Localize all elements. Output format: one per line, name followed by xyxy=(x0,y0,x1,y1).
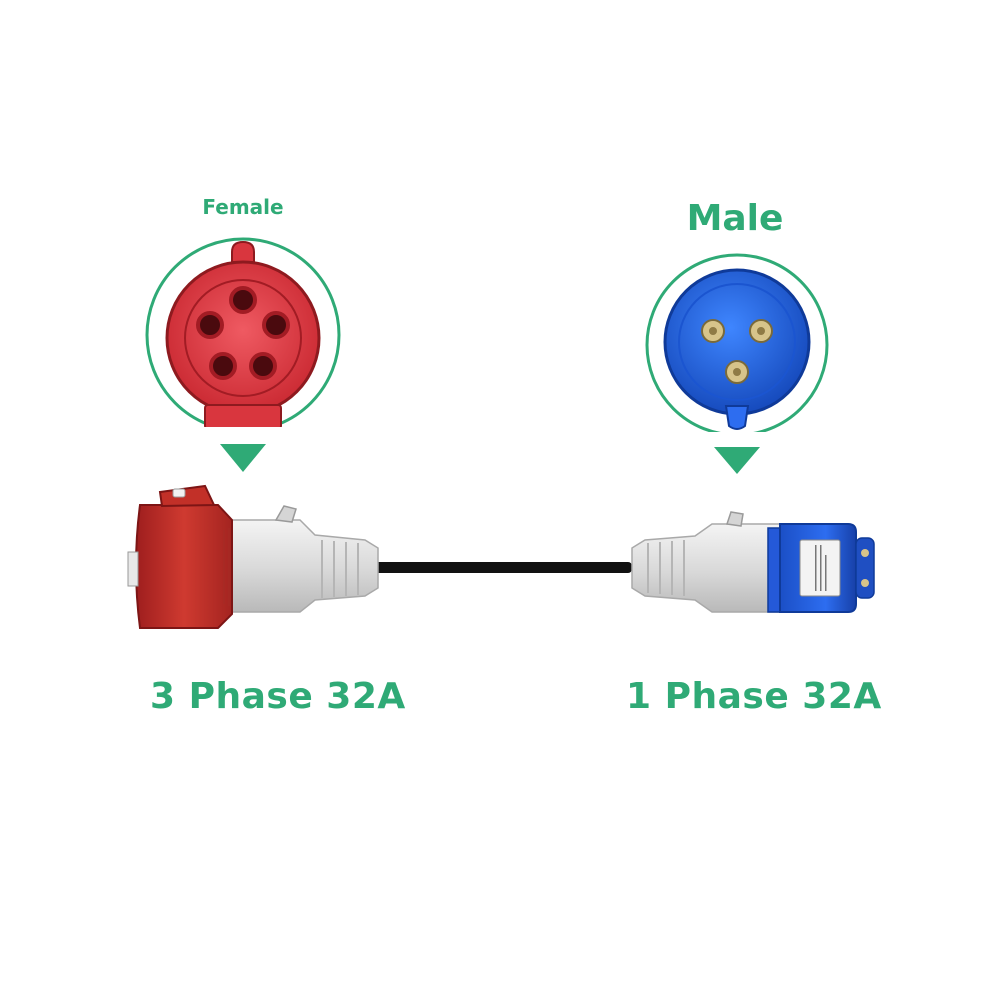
right-spec-label: 1 Phase 32A xyxy=(626,676,882,717)
male-plug-icon xyxy=(645,253,829,438)
cable xyxy=(370,562,632,573)
male-label: Male xyxy=(686,198,784,239)
left-spec-label: 3 Phase 32A xyxy=(150,676,406,717)
male-down-arrow-icon xyxy=(714,447,760,474)
female-down-arrow-icon xyxy=(220,444,266,472)
red-socket-connector xyxy=(127,484,379,629)
female-socket-icon xyxy=(145,237,341,435)
blue-plug-connector xyxy=(631,511,875,613)
female-label: Female xyxy=(202,195,284,219)
